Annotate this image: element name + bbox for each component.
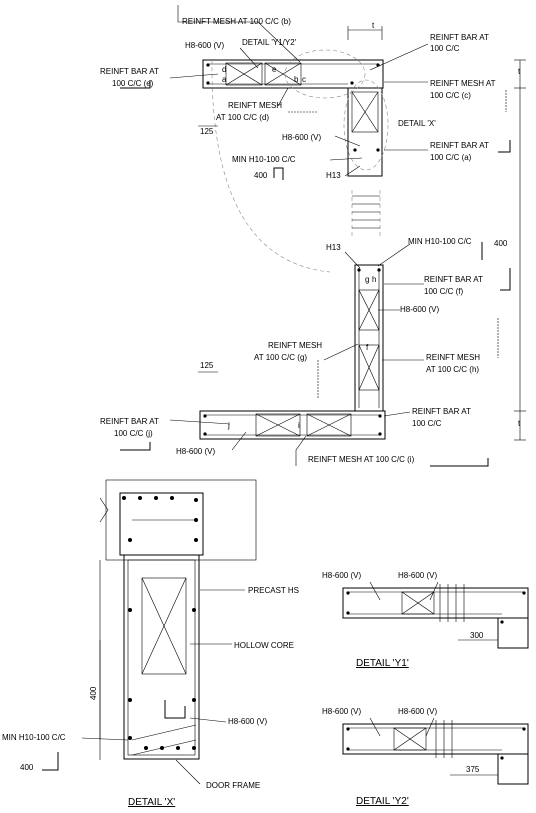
label-t-top: t (372, 21, 375, 30)
label-125-top: 125 (200, 127, 214, 136)
label-door-frame: DOOR FRAME (206, 781, 260, 790)
label-mesh-d-line1: REINFT MESH (228, 101, 282, 110)
label-bar-a-line1: REINFT BAR AT (430, 141, 489, 150)
leaders (169, 5, 429, 466)
letter-h: h (372, 275, 376, 284)
label-h8-3: H8-600 (V) (400, 305, 439, 314)
label-mesh-d-line2: AT 100 C/C (d) (216, 113, 269, 122)
letter-i: i (298, 421, 300, 430)
right-upper-wall (347, 87, 383, 177)
label-mesh-b: REINFT MESH AT 100 C/C (b) (182, 17, 291, 26)
label-y2-375: 375 (466, 765, 480, 774)
title-detail-y1: DETAIL 'Y1' (356, 658, 409, 669)
label-min-h10-1: MIN H10-100 C/C (232, 155, 296, 164)
label-y2-h8-b: H8-600 (V) (398, 707, 437, 716)
label-125-bot: 125 (200, 361, 214, 370)
label-bar-f-line2: 100 C/C (f) (424, 287, 463, 296)
label-detail-y1y2-ref: DETAIL 'Y1/Y2' (242, 38, 297, 47)
label-h13-2: H13 (326, 243, 341, 252)
label-400-x2: 400 (20, 763, 34, 772)
annotations: REINFT MESH AT 100 C/C (b) DETAIL 'Y1/Y2… (2, 17, 521, 808)
detail-x-drawing (42, 479, 257, 785)
label-h13-1: H13 (326, 171, 341, 180)
label-t-right-bot: t (518, 419, 521, 428)
letter-e: e (272, 65, 277, 74)
letter-g: g (365, 275, 369, 284)
label-h8-1: H8-600 (V) (185, 41, 224, 50)
letter-f: f (366, 343, 369, 352)
label-400-2: 400 (494, 239, 508, 248)
label-bar-j-line2: 100 C/C (j) (114, 429, 153, 438)
letter-d: d (222, 65, 226, 74)
letter-a: a (222, 75, 227, 84)
label-y1-300: 300 (470, 631, 484, 640)
label-mesh-c-line2: 100 C/C (c) (430, 91, 471, 100)
label-mesh-g-line1: REINFT MESH (268, 341, 322, 350)
label-bar-e-line2: 100 C/C (e) (112, 79, 154, 88)
title-detail-y2: DETAIL 'Y2' (356, 796, 409, 807)
bottom-wall (199, 410, 386, 440)
label-min-h10-x: MIN H10-100 C/C (2, 733, 66, 742)
label-400-x: 400 (89, 686, 98, 700)
detail-y1-drawing (342, 581, 529, 649)
label-400-1: 400 (254, 171, 268, 180)
title-detail-x: DETAIL 'X' (128, 797, 175, 808)
label-h8-x: H8-600 (V) (228, 717, 267, 726)
letter-c: c (302, 75, 306, 84)
label-bar-a-line2: 100 C/C (a) (430, 153, 472, 162)
label-bar-c-line2: 100 C/C (430, 44, 460, 53)
label-y2-h8-a: H8-600 (V) (322, 707, 361, 716)
label-mesh-c-line1: REINFT MESH AT (430, 79, 496, 88)
label-mesh-h-line2: AT 100 C/C (h) (426, 365, 479, 374)
label-mesh-g-line2: AT 100 C/C (g) (254, 353, 307, 362)
label-mesh-h-line1: REINFT MESH (426, 353, 480, 362)
label-hollow-core: HOLLOW CORE (234, 641, 294, 650)
detail-x-circle (343, 79, 389, 171)
label-h8-2: H8-600 (V) (282, 133, 321, 142)
letter-j: j (227, 421, 230, 430)
label-bar-j-line1: REINFT BAR AT (100, 417, 159, 426)
letter-b: b (294, 75, 299, 84)
main-plan (198, 26, 526, 441)
label-min-h10-2: MIN H10-100 C/C (408, 237, 472, 246)
top-wall (202, 59, 384, 89)
label-bar-bot-line2: 100 C/C (412, 419, 442, 428)
bar-shapes (120, 80, 511, 467)
label-bar-c-line1: REINFT BAR AT (430, 33, 489, 42)
label-detail-x-ref: DETAIL 'X' (398, 119, 436, 128)
label-y1-h8-a: H8-600 (V) (322, 571, 361, 580)
label-bar-f-line1: REINFT BAR AT (424, 275, 483, 284)
rebar-dots (203, 63, 382, 436)
detail-y-circle (284, 49, 366, 99)
detail-y2-drawing (342, 717, 529, 785)
label-h8-4: H8-600 (V) (176, 447, 215, 456)
label-bar-e-line1: REINFT BAR AT (100, 67, 159, 76)
label-bar-bot-line1: REINFT BAR AT (412, 407, 471, 416)
label-precast: PRECAST HS (248, 586, 299, 595)
label-t-right-top: t (518, 67, 521, 76)
label-mesh-i: REINFT MESH AT 100 C/C (i) (308, 455, 415, 464)
label-y1-h8-b: H8-600 (V) (398, 571, 437, 580)
